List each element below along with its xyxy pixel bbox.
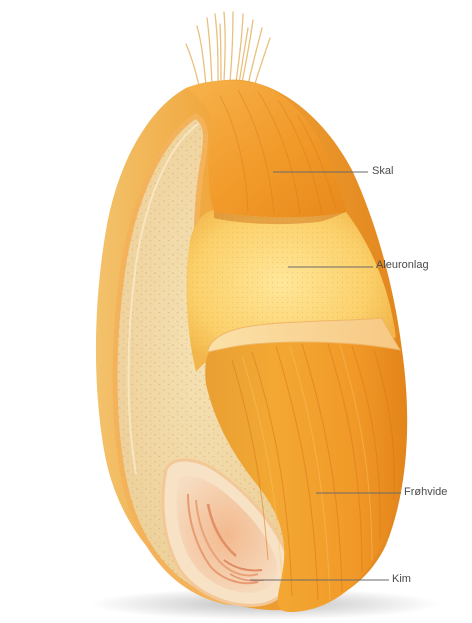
label-aleuronlag: Aleuronlag — [376, 259, 429, 271]
label-skal: Skal — [372, 165, 393, 177]
brush-hairs — [186, 12, 270, 90]
label-frohvide: Frøhvide — [404, 486, 447, 498]
label-kim: Kim — [392, 573, 411, 585]
